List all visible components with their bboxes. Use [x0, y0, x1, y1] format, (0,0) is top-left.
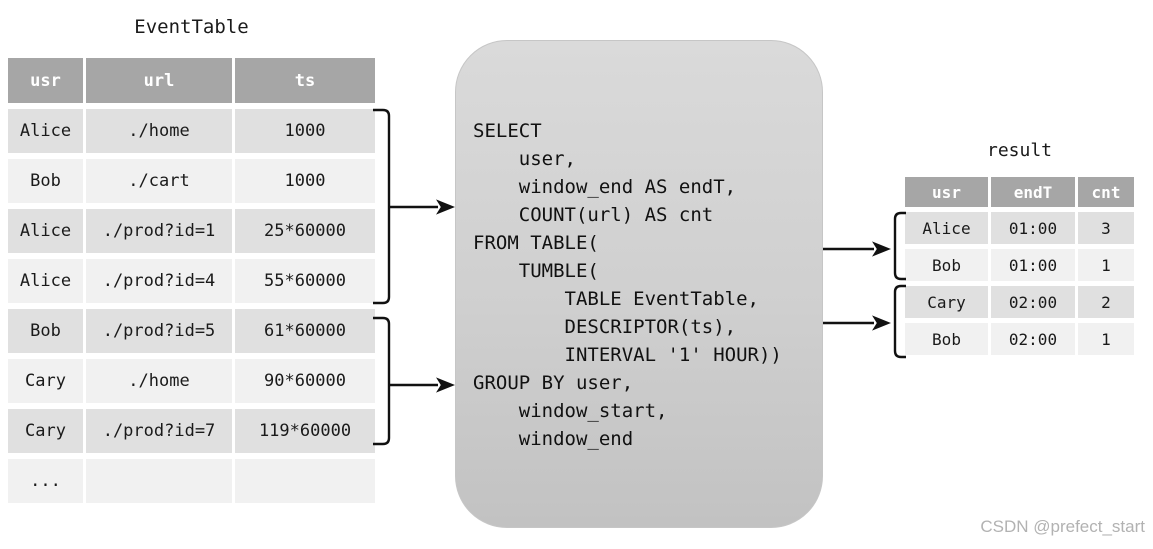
table-cell: 02:00	[991, 323, 1075, 355]
event-table-title: EventTable	[134, 16, 249, 38]
table-cell: Bob	[905, 249, 988, 281]
table-cell: 02:00	[991, 286, 1075, 318]
table-cell: Alice	[8, 109, 83, 153]
table-cell: Bob	[8, 159, 83, 203]
table-cell: Alice	[8, 259, 83, 303]
table-cell: ./prod?id=5	[86, 309, 232, 353]
bracket-window2-left	[373, 316, 391, 446]
result-col-header-usr: usr	[905, 177, 988, 207]
table-cell: Alice	[8, 209, 83, 253]
table-cell: ./cart	[86, 159, 232, 203]
result-table: usr endT cnt Alice 01:00 3 Bob 01:00 1 C…	[905, 177, 1134, 355]
result-col-header-endT: endT	[991, 177, 1075, 207]
table-cell: 1000	[235, 159, 375, 203]
table-cell: 90*60000	[235, 359, 375, 403]
table-cell: ./prod?id=7	[86, 409, 232, 453]
table-cell: 1	[1078, 249, 1134, 281]
table-cell: Bob	[8, 309, 83, 353]
event-col-header-usr: usr	[8, 58, 83, 103]
result-table-title: result	[986, 140, 1053, 161]
table-cell: 3	[1078, 212, 1134, 244]
table-cell: Cary	[905, 286, 988, 318]
sql-query-code: SELECT user, window_end AS endT, COUNT(u…	[473, 120, 782, 450]
bracket-window1-left	[373, 108, 391, 305]
table-cell: 1000	[235, 109, 375, 153]
table-cell: Alice	[905, 212, 988, 244]
table-cell: 1	[1078, 323, 1134, 355]
arrow-window2-output-icon	[823, 315, 891, 331]
table-cell	[235, 459, 375, 503]
table-cell: 2	[1078, 286, 1134, 318]
table-cell: 01:00	[991, 249, 1075, 281]
arrow-window2-input-icon	[389, 377, 455, 393]
sql-query-box	[455, 40, 823, 528]
table-cell: ./prod?id=4	[86, 259, 232, 303]
table-cell: Cary	[8, 359, 83, 403]
table-cell: ...	[8, 459, 83, 503]
table-cell: ./home	[86, 109, 232, 153]
table-cell: ./home	[86, 359, 232, 403]
table-cell: ./prod?id=1	[86, 209, 232, 253]
watermark-text: CSDN @prefect_start	[980, 517, 1145, 536]
event-col-header-url: url	[86, 58, 232, 103]
arrow-window1-input-icon	[389, 199, 455, 215]
table-cell: 55*60000	[235, 259, 375, 303]
event-table: usr url ts Alice ./home 1000 Bob ./cart …	[8, 58, 375, 503]
arrow-window1-output-icon	[823, 241, 891, 257]
event-col-header-ts: ts	[235, 58, 375, 103]
table-cell: 01:00	[991, 212, 1075, 244]
table-cell: 25*60000	[235, 209, 375, 253]
table-cell: 119*60000	[235, 409, 375, 453]
result-col-header-cnt: cnt	[1078, 177, 1134, 207]
table-cell: Bob	[905, 323, 988, 355]
table-cell: Cary	[8, 409, 83, 453]
table-cell: 61*60000	[235, 309, 375, 353]
table-cell	[86, 459, 232, 503]
